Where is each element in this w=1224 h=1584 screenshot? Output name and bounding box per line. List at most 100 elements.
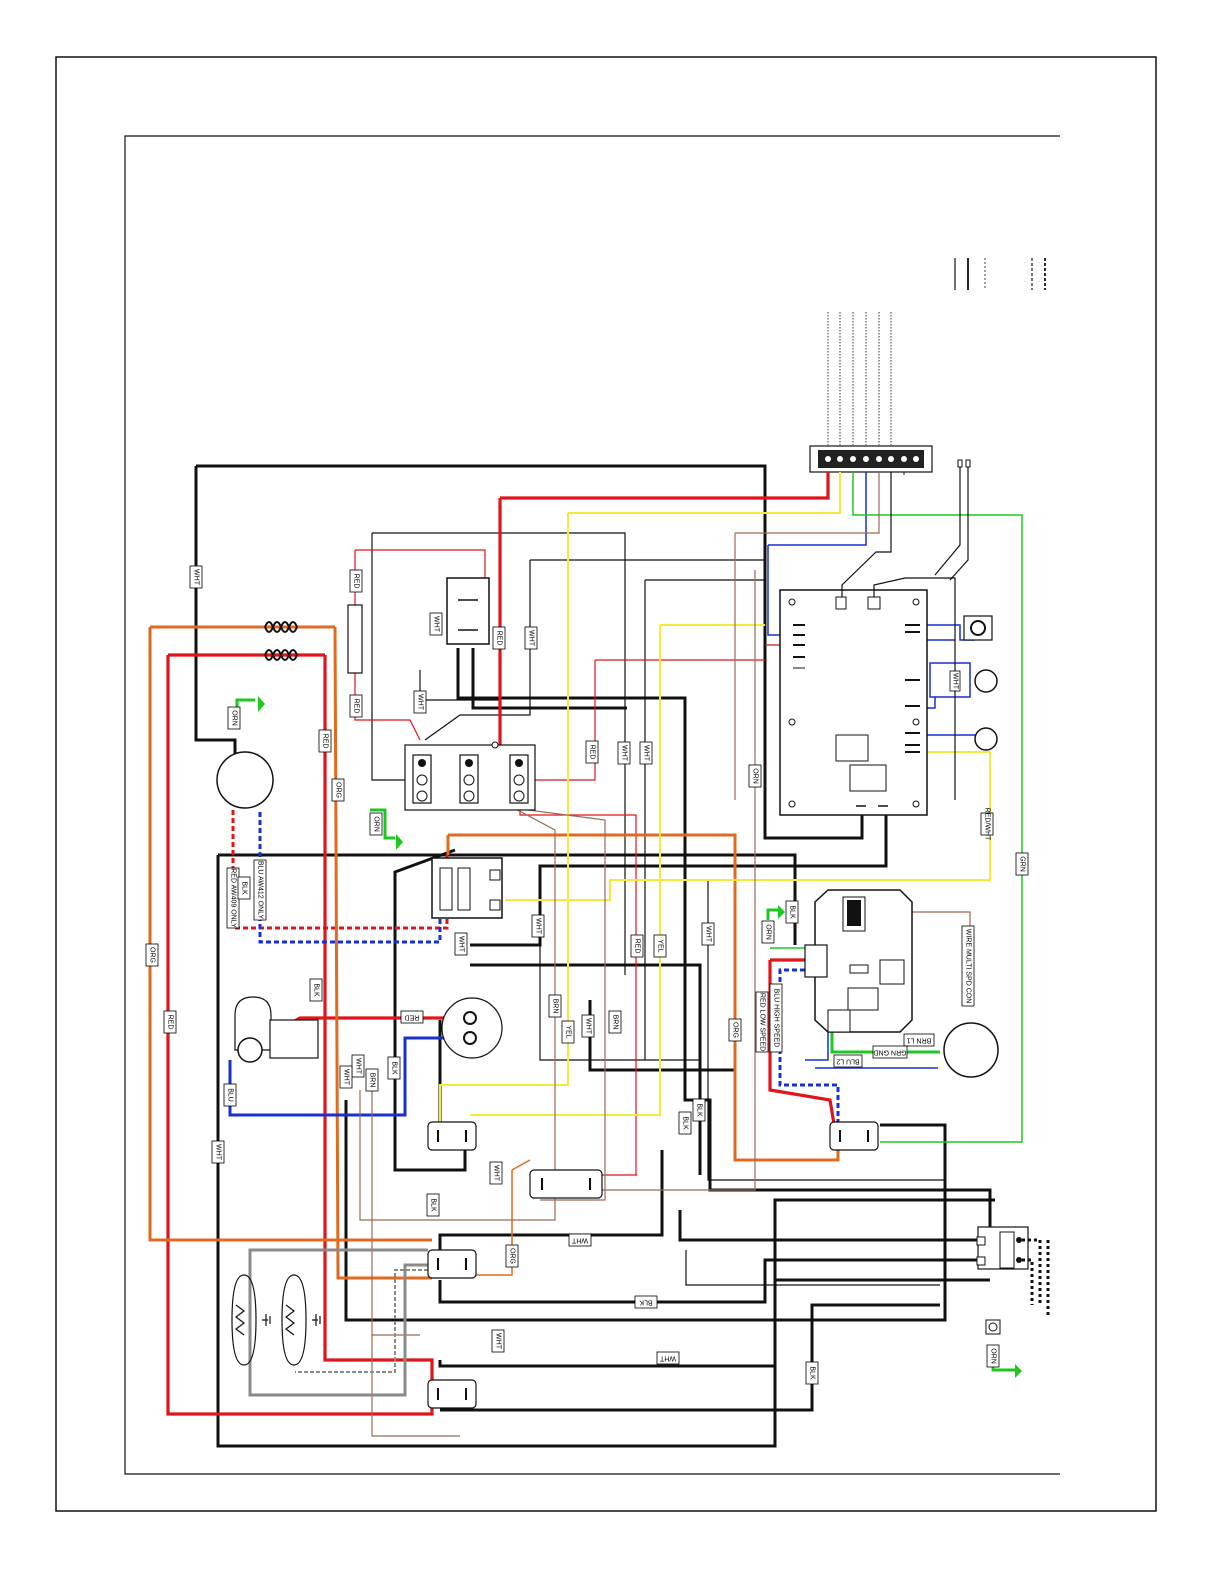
wire-label-text: RED (496, 631, 503, 646)
control-board (779, 467, 969, 816)
wire-label-orn: ORN (761, 920, 775, 944)
middle-relay (431, 857, 503, 919)
power-terminal-block (976, 1226, 1050, 1335)
wire-label-text: WHT (571, 1237, 588, 1244)
wire-label-wht: WHT (211, 1140, 225, 1164)
inner-border (124, 135, 1060, 1475)
wire-label-wht: WHT (949, 670, 961, 692)
wire-label-org: ORG (331, 778, 345, 802)
wire-label-text: BLU AW412 ONLY (257, 861, 264, 920)
wire-label-text: BLU HIGH SPEED (773, 989, 780, 1048)
contactor (404, 741, 536, 811)
wire-label-org: ORG (728, 1018, 742, 1042)
wire-label-text: ORN (765, 924, 772, 940)
wire-label-text: BLU L2 (836, 1058, 859, 1065)
wire-label-wht: WHT (189, 565, 203, 589)
transformer-coils (264, 621, 298, 661)
wire-label-grn-gnd: GRN GND (872, 1045, 908, 1059)
wire-label-text: YEL (657, 939, 664, 952)
wire-label-red: RED (349, 694, 363, 718)
relay-2 (529, 1169, 603, 1199)
wire-label-wht: WHT (489, 1161, 503, 1185)
relay-top (446, 577, 490, 645)
wire-label-wht: WHT (429, 612, 443, 636)
red-thin-wires (354, 549, 765, 1176)
wire-label-text: RED LOW SPEED (759, 993, 766, 1051)
wire-label-text: WHT (643, 745, 650, 762)
relay-1 (427, 1121, 477, 1151)
wire-label-grn: GRN (1015, 852, 1029, 876)
wire-label-text: ORN (752, 768, 759, 784)
wire-label-text: WIRE MULTI SPD CON (965, 929, 972, 1004)
wire-label-text: ORG (335, 782, 342, 798)
wire-label-yel: YEL (561, 1020, 575, 1044)
wire-label-text: BLK (789, 905, 796, 919)
wire-label-orn: ORN (227, 706, 241, 730)
terminal-strip (809, 445, 971, 473)
wire-label-wht: WHT (351, 1054, 365, 1078)
relay-3 (427, 1249, 477, 1279)
wire-label-text: WHT (493, 1165, 500, 1182)
wire-label-brn: BRN (548, 994, 562, 1018)
wire-label-blk: BLK (805, 1361, 819, 1385)
wire-label-red: RED (630, 934, 644, 958)
wire-label-text: WHT (528, 630, 535, 647)
wire-label-text: BLK (313, 983, 320, 997)
wire-label-blk: BLK (237, 876, 251, 900)
wire-label-orn: ORN (986, 1344, 1000, 1368)
wire-label-text: BLK (430, 1198, 437, 1212)
wire-label-red: RED (400, 1010, 424, 1024)
wire-label-wht: WHT (339, 1065, 353, 1089)
wire-label-text: BLK (639, 1299, 653, 1306)
wire-label-wht: WHT (568, 1233, 592, 1247)
wire-label-red-wht: RED/WHT (980, 808, 994, 841)
wire-label-wht: WHT (491, 1329, 505, 1353)
thermostat-leads (827, 312, 892, 445)
wire-label-text: BLK (696, 1103, 703, 1117)
wire-label-text: BLU (227, 1088, 234, 1102)
wire-label-text: ORN (231, 710, 238, 726)
wire-label-text: WHT (952, 673, 959, 690)
wire-label-wht: WHT (413, 690, 427, 714)
wire-label-org: ORG (145, 943, 159, 967)
orange-wires (148, 625, 840, 1280)
resistor (347, 604, 363, 674)
wire-label-blk: BLK (309, 978, 323, 1002)
wire-label-text: RED (167, 1015, 174, 1030)
wire-label-wht: WHT (701, 922, 715, 946)
wire-label-text: RED (405, 1014, 420, 1021)
wire-label-text: RED/WHT (984, 808, 991, 841)
wire-label-text: WHT (621, 745, 628, 762)
wire-label-text: WHT (535, 918, 542, 935)
ground-arrows (258, 696, 1022, 1378)
wire-label-red: RED (585, 740, 599, 764)
limit-switch (234, 996, 319, 1063)
wire-label-yel: YEL (653, 934, 667, 958)
wire-label-text: WHT (458, 936, 465, 953)
wire-label-blu-high-speed: BLU HIGH SPEED (769, 983, 783, 1053)
wire-label-text: BRN (552, 999, 559, 1014)
relay-5 (829, 1121, 879, 1151)
wire-label-blk: BLK (387, 1056, 401, 1080)
wire-label-text: BLK (241, 881, 248, 895)
wire-label-text: BLK (391, 1061, 398, 1075)
yellow-wires (439, 472, 991, 1135)
wire-label-text: ORG (149, 947, 156, 963)
wire-label-blu-aw412: BLU AW412 ONLY (253, 859, 267, 921)
wire-label-wht: WHT (656, 1351, 680, 1365)
wire-label-text: BRN (612, 1015, 619, 1030)
wire-label-red-low-speed: RED LOW SPEED (755, 991, 769, 1053)
wire-label-blu: BLU (223, 1083, 237, 1107)
wire-label-text: ORG (732, 1022, 739, 1038)
wire-label-text: WHT (585, 1018, 592, 1035)
wire-label-text: BRN (369, 1073, 376, 1088)
wire-label-text: WHT (215, 1144, 222, 1161)
wire-label-text: WHT (343, 1069, 350, 1086)
wire-label-blu-l2: BLU L2 (833, 1054, 863, 1068)
wire-label-text: RED (322, 734, 329, 749)
wire-label-text: GRN GND (873, 1049, 906, 1056)
heating-elements (231, 1274, 321, 1366)
wire-label-red: RED (492, 626, 506, 650)
wire-label-red: RED (349, 569, 363, 593)
